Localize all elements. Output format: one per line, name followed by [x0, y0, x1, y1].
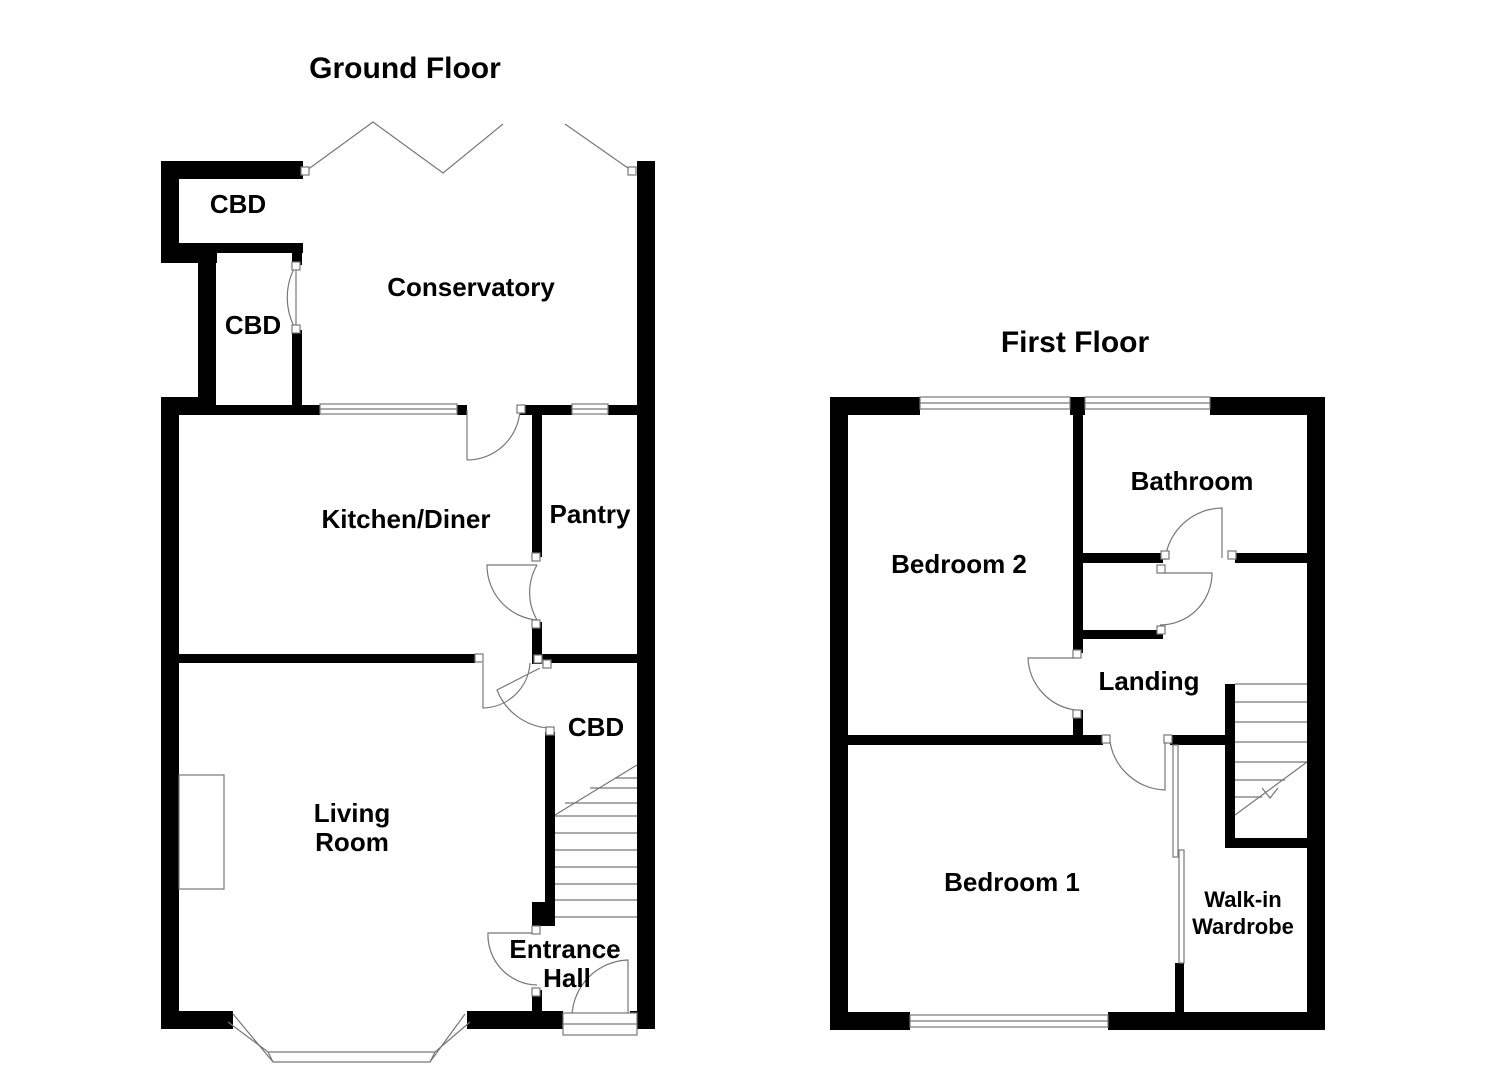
- first-floor-labels: Bathroom Bedroom 2 Landing Bedroom 1 Wal…: [891, 466, 1294, 939]
- cbd-top-label: CBD: [210, 189, 266, 219]
- walk-in-wardrobe-label-line2: Wardrobe: [1192, 914, 1294, 939]
- bedroom-2-label: Bedroom 2: [891, 549, 1027, 579]
- conservatory-label: Conservatory: [387, 272, 555, 302]
- kitchen-diner-label: Kitchen/Diner: [321, 504, 490, 534]
- living-room-label-line2: Room: [315, 827, 389, 857]
- entrance-hall-label-line1: Entrance: [509, 934, 620, 964]
- bedroom-1-label: Bedroom 1: [944, 867, 1080, 897]
- living-room-label-line1: Living: [314, 798, 391, 828]
- ground-floor-title: Ground Floor: [309, 52, 501, 85]
- ground-floor-plan: Ground Floor: [161, 52, 655, 1063]
- bathroom-label: Bathroom: [1131, 466, 1254, 496]
- first-floor-walls: [830, 397, 1325, 1030]
- first-floor-plan: First Floor: [830, 326, 1325, 1030]
- ground-floor-labels: CBD Conservatory CBD Kitchen/Diner Pantr…: [210, 189, 631, 993]
- walk-in-wardrobe-label-line1: Walk-in: [1204, 887, 1281, 912]
- ground-floor-walls: [161, 161, 655, 1029]
- landing-label: Landing: [1098, 666, 1199, 696]
- cbd-hall-label: CBD: [568, 712, 624, 742]
- cbd-left-label: CBD: [225, 310, 281, 340]
- pantry-label: Pantry: [550, 499, 631, 529]
- first-floor-title: First Floor: [1001, 326, 1150, 359]
- ground-floor-openings: [178, 121, 638, 1063]
- first-floor-openings: [909, 396, 1308, 1028]
- entrance-hall-label-line2: Hall: [543, 963, 591, 993]
